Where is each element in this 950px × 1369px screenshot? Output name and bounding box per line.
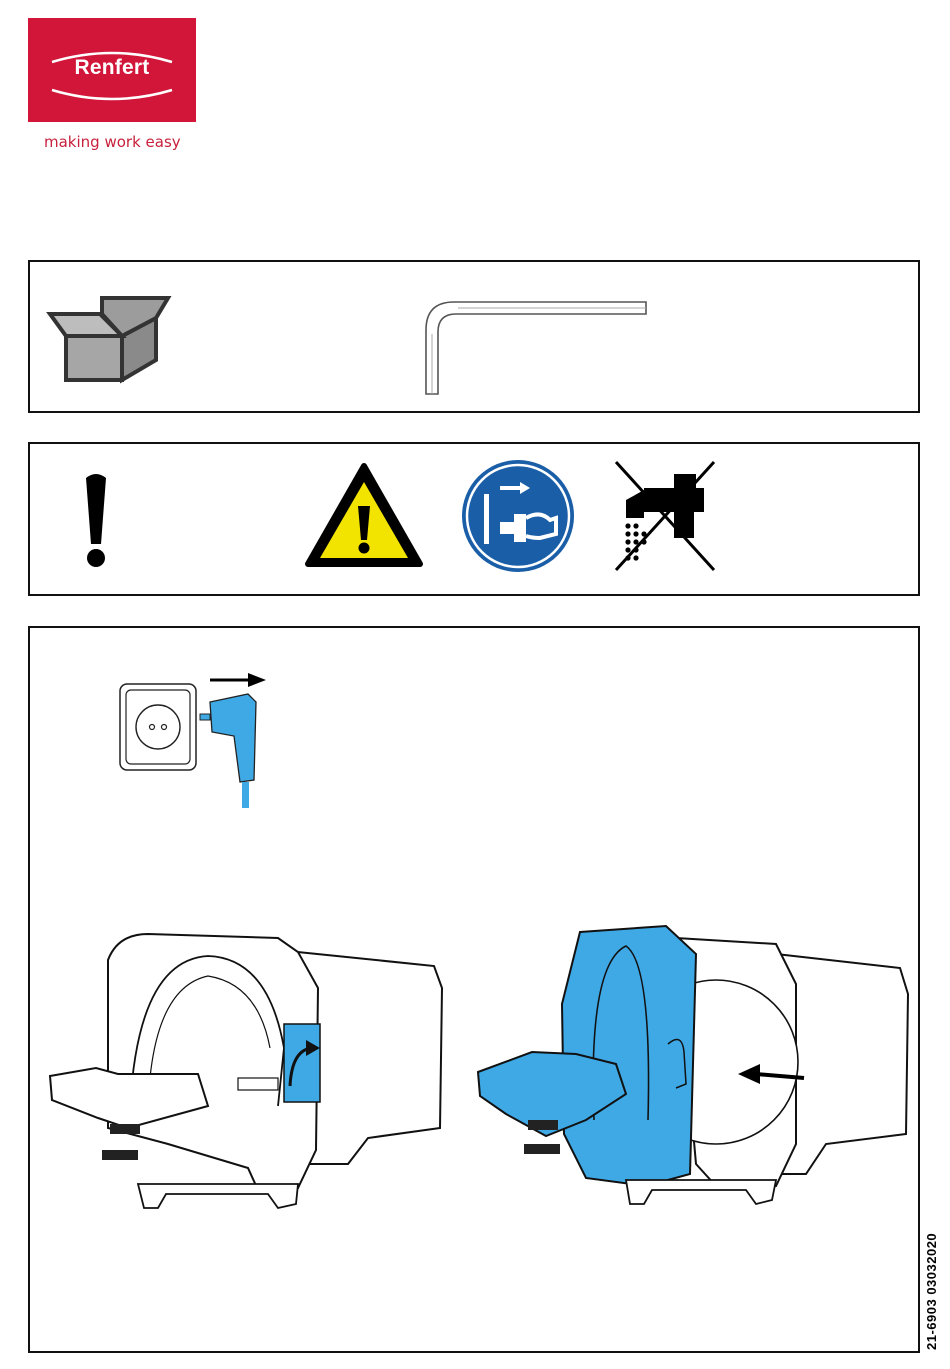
safety-panel bbox=[28, 442, 920, 596]
renfert-logo: Renfert bbox=[28, 18, 196, 122]
exclamation-icon bbox=[82, 472, 110, 570]
logo-wordmark: Renfert bbox=[28, 56, 196, 80]
unplug-from-socket-illustration bbox=[116, 672, 276, 812]
disconnect-plug-icon bbox=[460, 458, 576, 574]
warning-triangle-icon bbox=[304, 462, 424, 570]
open-box-icon bbox=[46, 292, 172, 384]
brand-tagline: making work easy bbox=[44, 133, 181, 151]
trimmer-with-cover-closed-illustration bbox=[48, 928, 448, 1228]
document-number: 21-6903 03032020 bbox=[924, 1233, 939, 1350]
trimmer-cover-removal-illustration bbox=[476, 924, 912, 1214]
no-water-icon bbox=[614, 460, 716, 572]
scope-of-delivery-panel bbox=[28, 260, 920, 413]
instructions-panel bbox=[28, 626, 920, 1353]
allen-key-icon bbox=[418, 294, 654, 400]
